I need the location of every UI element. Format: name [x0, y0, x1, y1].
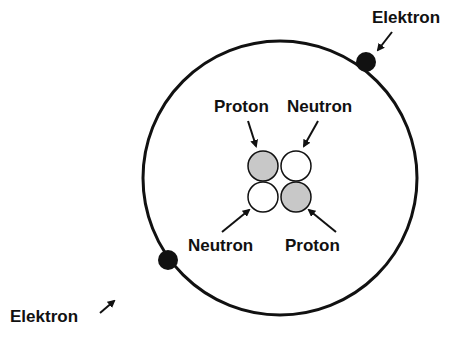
leader-arrow: [304, 121, 318, 146]
part-label: Neutron: [188, 236, 253, 256]
neutron-particle: [248, 182, 278, 212]
electron-particle: [158, 250, 178, 270]
part-label: Proton: [285, 236, 340, 256]
proton-particle: [248, 151, 278, 181]
leader-arrow: [378, 32, 392, 50]
electron-particle: [356, 52, 376, 72]
proton-particle: [281, 182, 311, 212]
leader-arrow: [100, 301, 114, 313]
part-label: Elektron: [10, 307, 78, 327]
neutron-particle: [281, 151, 311, 181]
part-label: Elektron: [372, 8, 440, 28]
part-label: Neutron: [287, 97, 352, 117]
leader-arrow: [248, 121, 256, 146]
leader-arrow: [309, 210, 336, 232]
leader-arrow: [222, 210, 249, 232]
electron-orbit: [143, 41, 417, 315]
part-label: Proton: [214, 97, 269, 117]
